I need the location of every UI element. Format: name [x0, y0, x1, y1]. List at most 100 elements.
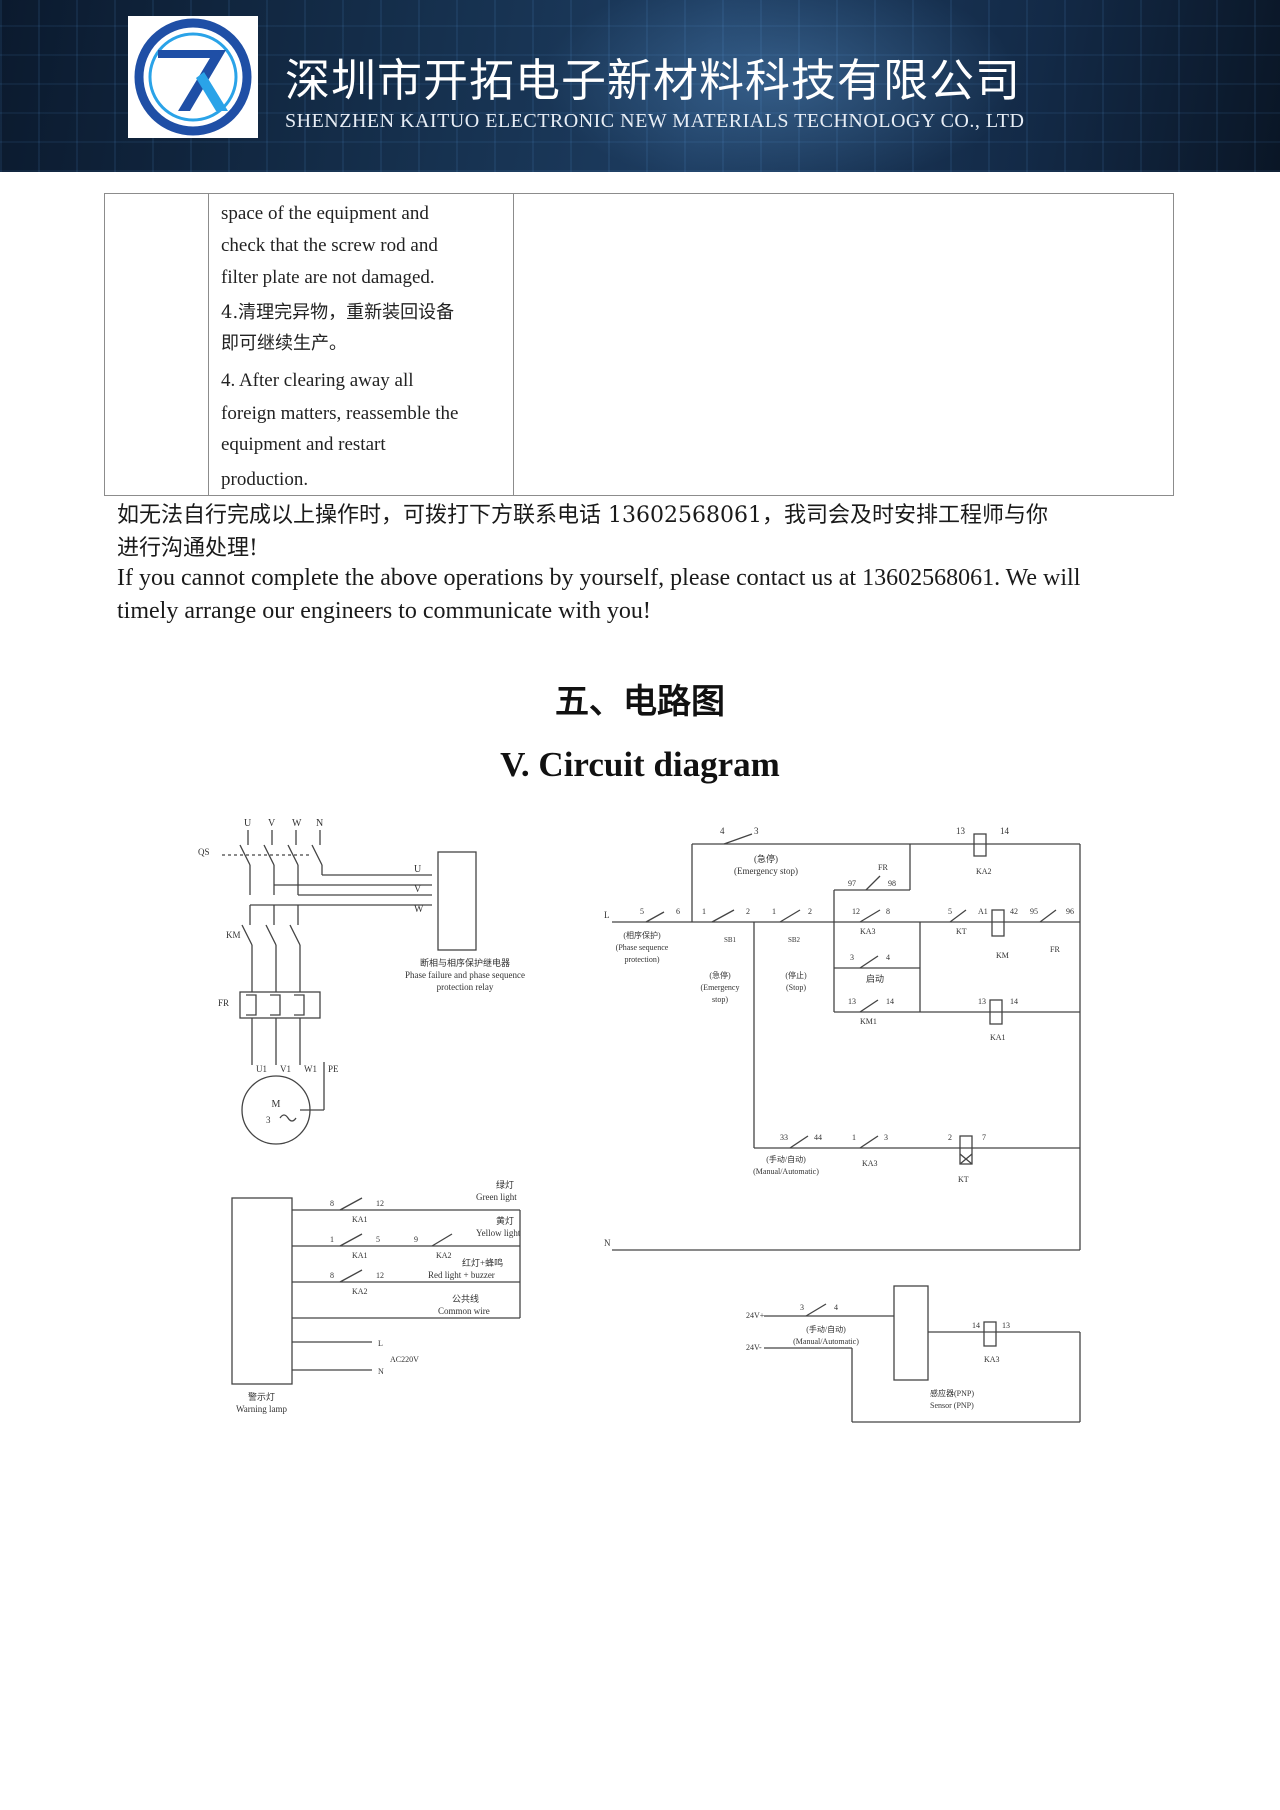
- start-label: 启动: [866, 973, 884, 984]
- cell-line: space of the equipment and: [221, 203, 429, 224]
- manual-en: (Manual/Automatic): [753, 1167, 819, 1176]
- relay-caption-en: protection relay: [437, 982, 494, 992]
- lamp-n-label: N: [378, 1367, 384, 1376]
- manual-cn: (手动/自动): [766, 1154, 806, 1164]
- estop2-en: stop): [712, 995, 728, 1004]
- node-num: 14: [1000, 826, 1010, 836]
- contact-text-en: timely arrange our engineers to communic…: [117, 598, 651, 624]
- node-num: 8: [886, 907, 890, 916]
- node-num: 5: [640, 907, 644, 916]
- node-num: 2: [746, 907, 750, 916]
- ka3b-label: KA3: [862, 1159, 878, 1168]
- main-power-circuit: U V W N QS U V W 断相与相序保护继电器 Phase failur…: [198, 818, 525, 1145]
- ka1-lamp-label: KA1: [352, 1215, 368, 1224]
- node-num: 1: [330, 1235, 334, 1244]
- circuit-diagram: U V W N QS U V W 断相与相序保护继电器 Phase failur…: [0, 810, 1280, 1450]
- motor-phase: 3: [266, 1115, 271, 1125]
- relay-terminal: U: [414, 864, 422, 875]
- company-name-cn: 深圳市开拓电子新材料科技有限公司: [285, 54, 1022, 107]
- header-banner: KT 深圳市开拓电子新材料科技有限公司 SHENZHEN KAITUO ELEC…: [0, 0, 1280, 172]
- node-num: 6: [676, 907, 680, 916]
- terminal-label: W: [292, 818, 302, 829]
- node-num: 3: [884, 1133, 888, 1142]
- qs-label: QS: [198, 847, 210, 857]
- relay-caption-en: Phase failure and phase sequence: [405, 970, 525, 980]
- n-label: N: [604, 1238, 611, 1248]
- node-num: 2: [808, 907, 812, 916]
- table-column-divider: [513, 194, 514, 495]
- terminal-label: U: [244, 818, 252, 829]
- sensor-circuit: 24V+ 3 4 (手动/自动) (Manual/Automatic) 24V-…: [746, 1285, 1081, 1423]
- instruction-table-fragment: space of the equipment and check that th…: [104, 193, 1174, 496]
- phase-en: protection): [624, 955, 659, 964]
- km1-label: KM1: [860, 1017, 877, 1026]
- section-title-cn: 五、电路图: [555, 682, 725, 722]
- node-num: A1: [978, 907, 988, 916]
- node-num: 14: [886, 997, 894, 1006]
- node-num: 97: [848, 879, 856, 888]
- node-num: 95: [1030, 907, 1038, 916]
- ka1-label: KA1: [990, 1033, 1006, 1042]
- terminal-label: V: [268, 818, 276, 829]
- kt2-label: KT: [958, 1175, 969, 1184]
- contact-text-en: If you cannot complete the above operati…: [117, 565, 1081, 591]
- node-num: 98: [888, 879, 896, 888]
- node-num: 4: [720, 826, 725, 836]
- warn-en: Warning lamp: [236, 1404, 288, 1414]
- red-cn: 红灯+蜂鸣: [462, 1257, 503, 1268]
- node-num: 12: [376, 1271, 384, 1280]
- ac220-label: AC220V: [390, 1355, 419, 1364]
- motor-terminal: W1: [304, 1064, 317, 1074]
- node-num: 1: [852, 1133, 856, 1142]
- lamp-l-label: L: [378, 1339, 383, 1348]
- yellow-en: Yellow light: [476, 1228, 521, 1238]
- node-num: 44: [814, 1133, 822, 1142]
- cell-line: filter plate are not damaged.: [221, 267, 435, 288]
- relay-caption-cn: 断相与相序保护继电器: [420, 957, 510, 968]
- estop2-cn: (急停): [709, 970, 731, 980]
- node-num: 5: [948, 907, 952, 916]
- common-en: Common wire: [438, 1306, 490, 1316]
- node-num: 14: [1010, 997, 1018, 1006]
- yellow-cn: 黄灯: [496, 1215, 514, 1226]
- motor-terminal: U1: [256, 1064, 267, 1074]
- ka3-label: KA3: [860, 927, 876, 936]
- cell-line: equipment and restart: [221, 434, 386, 455]
- estop-en: (Emergency stop): [734, 866, 798, 876]
- phase-en: (Phase sequence: [616, 943, 669, 952]
- node-num: 5: [376, 1235, 380, 1244]
- cell-line: production.: [221, 469, 309, 490]
- ka3c-label: KA3: [984, 1355, 1000, 1364]
- relay-terminal: W: [414, 904, 424, 915]
- node-num: 96: [1066, 907, 1074, 916]
- sb2-label: SB2: [788, 936, 801, 944]
- phase-cn: (相序保护): [623, 930, 661, 940]
- ka2-label: KA2: [976, 867, 992, 876]
- banner-glow: [520, 0, 1040, 172]
- km-coil-label: KM: [996, 951, 1009, 960]
- warn-cn: 警示灯: [248, 1391, 275, 1402]
- estop2-en: (Emergency: [701, 983, 740, 992]
- cell-line: foreign matters, reassemble the: [221, 403, 459, 424]
- s-manual-en: (Manual/Automatic): [793, 1337, 859, 1346]
- node-num: 9: [414, 1235, 418, 1244]
- contact-text-cn: 如无法自行完成以上操作时，可拨打下方联系电话 13602568061，我司会及时…: [117, 503, 1048, 528]
- s-manual-cn: (手动/自动): [806, 1324, 846, 1334]
- contact-text-cn: 进行沟通处理!: [117, 536, 258, 561]
- node-num: 12: [376, 1199, 384, 1208]
- logo-letters: KT: [193, 16, 195, 17]
- node-num: 42: [1010, 907, 1018, 916]
- node-num: 13: [956, 826, 966, 836]
- ka1-lamp-label: KA1: [352, 1251, 368, 1260]
- sensor-cn: 感应器(PNP): [930, 1388, 974, 1398]
- v24p-label: 24V+: [746, 1311, 765, 1320]
- node-num: 3: [800, 1303, 804, 1312]
- node-num: 3: [850, 953, 854, 962]
- km-label: KM: [226, 930, 241, 940]
- motor-terminal: V1: [280, 1064, 291, 1074]
- cell-line: 4. After clearing away all: [221, 370, 414, 391]
- node-num: 12: [852, 907, 860, 916]
- terminal-label: N: [316, 818, 323, 829]
- sb1-label: SB1: [724, 936, 737, 944]
- sensor-en: Sensor (PNP): [930, 1401, 974, 1410]
